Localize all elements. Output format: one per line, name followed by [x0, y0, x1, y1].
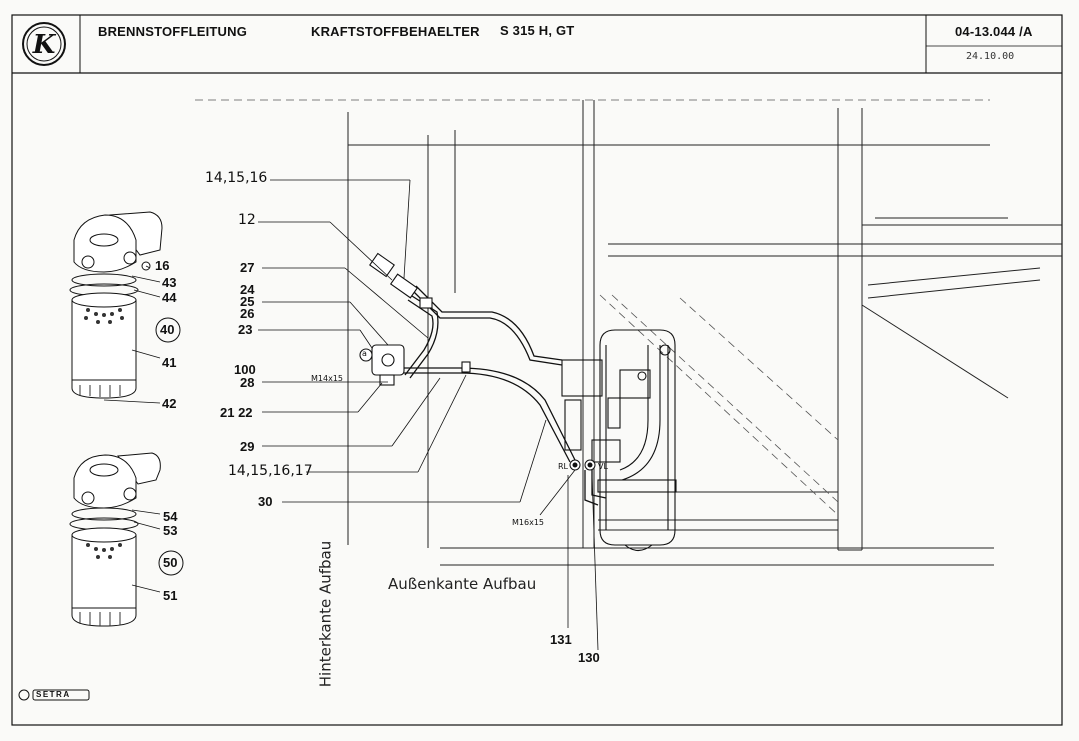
document-number: 04-13.044 /A	[955, 24, 1033, 39]
filter-lower	[69, 452, 161, 627]
callout-16: 16	[155, 258, 170, 273]
callout-25: 25	[240, 294, 255, 309]
hidden-edges	[195, 99, 990, 516]
callout-14-15-16: 14,15,16	[205, 170, 268, 186]
rear-edge-body-label: Hinterkante Aufbau	[316, 540, 335, 688]
callout-43: 43	[162, 275, 177, 290]
revision-date: 24.10.00	[966, 51, 1015, 62]
callout-131: 131	[550, 632, 572, 647]
feed-line-vl: VL	[598, 462, 608, 471]
fuel-lines	[395, 285, 607, 506]
callout-14-15-16-17: 14,15,16,17	[228, 463, 313, 479]
kassbohrer-logo: K	[22, 22, 66, 66]
callout-44: 44	[162, 290, 177, 305]
return-line-rl: RL	[558, 462, 569, 471]
group-badge-50	[158, 550, 184, 576]
model-designation: S 315 H, GT	[500, 23, 575, 38]
setra-logo	[18, 689, 90, 701]
title-fuel-line: BRENNSTOFFLEITUNG	[98, 24, 248, 39]
return-connectors	[569, 459, 596, 471]
vehicle-structure	[347, 100, 1062, 566]
callout-28: 28	[240, 375, 255, 390]
callout-53: 53	[163, 523, 178, 538]
callout-130: 130	[578, 650, 600, 665]
shutoff-valve	[359, 344, 471, 386]
group-badge-40	[155, 317, 181, 343]
filter-upper-leaders	[103, 265, 161, 404]
outer-edge-body-label: Außenkante Aufbau	[388, 575, 537, 593]
filter-upper	[69, 211, 163, 399]
callout-50: 50	[163, 555, 178, 570]
title-fuel-tank: KRAFTSTOFFBEHAELTER	[311, 24, 480, 39]
callout-40: 40	[160, 322, 175, 337]
callout-51: 51	[163, 588, 178, 603]
filter-lower-leaders	[131, 509, 161, 593]
detail-marker-a: a	[362, 349, 367, 358]
setra-brand: SETRA	[36, 690, 71, 699]
callout-26: 26	[240, 306, 255, 321]
upper-fitting	[369, 252, 433, 309]
callout-54: 54	[163, 509, 178, 524]
callout-21-22: 21 22	[220, 405, 253, 420]
sheet-border	[11, 14, 1063, 726]
leader-lines	[258, 179, 599, 651]
callout-42: 42	[162, 396, 177, 411]
callout-30: 30	[258, 494, 273, 509]
callout-27: 27	[240, 260, 255, 275]
callout-24: 24	[240, 282, 255, 297]
thread-m16: M16x15	[512, 518, 544, 527]
callout-12: 12	[238, 212, 256, 228]
logo-letter: K	[32, 30, 57, 60]
callout-23: 23	[238, 322, 253, 337]
callout-41: 41	[162, 355, 177, 370]
callout-100: 100	[234, 362, 256, 377]
fuel-tank	[561, 329, 677, 552]
thread-m14: M14x15	[311, 374, 343, 383]
callout-29: 29	[240, 439, 255, 454]
